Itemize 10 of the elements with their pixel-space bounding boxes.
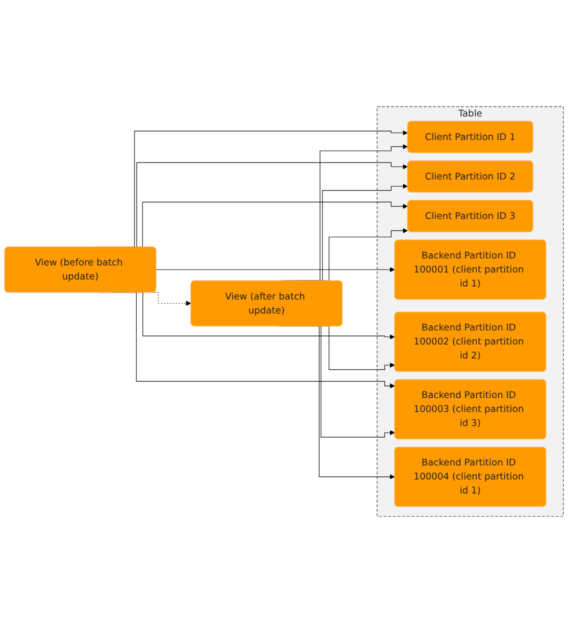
node-box: Backend Partition ID 100004 (client partition id 1): [394, 446, 546, 507]
node-box: Backend Partition ID 100002 (client partition id 2): [394, 312, 546, 372]
node-box: Client Partition ID 2: [407, 160, 534, 192]
node-box: Backend Partition ID 100001 (client partition id 1): [394, 240, 546, 300]
node-box: View (before batch update): [4, 246, 156, 293]
node-box: Client Partition ID 1: [407, 120, 534, 153]
node-box: Backend Partition ID 100003 (client partition id 3): [394, 379, 546, 440]
arrow: [156, 267, 395, 272]
node-box: View (after batch update): [190, 280, 342, 326]
node-box: Client Partition ID 3: [407, 200, 534, 232]
